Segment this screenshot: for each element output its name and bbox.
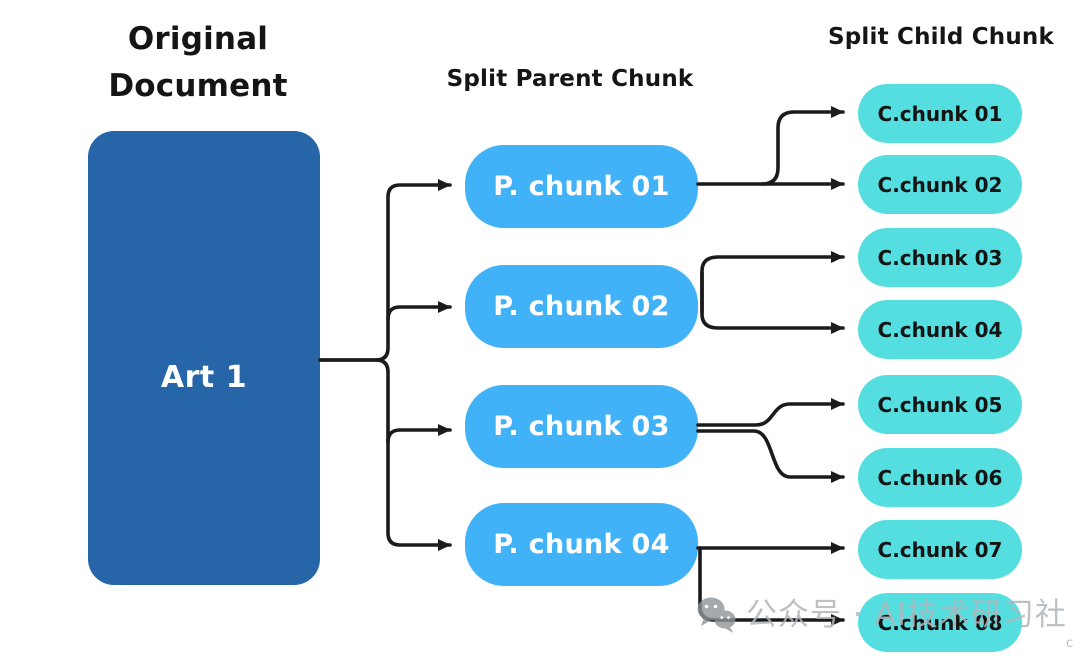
child-chunk-node-05: C.chunk 05 <box>858 375 1022 434</box>
split-parent-chunk-heading: Split Parent Chunk <box>446 66 694 92</box>
child-chunk-node-06: C.chunk 06 <box>858 448 1022 507</box>
parent-chunk-label: P. chunk 02 <box>493 291 670 322</box>
edge-art1-to-pchunk03 <box>386 424 452 444</box>
child-chunk-label: C.chunk 04 <box>877 317 1003 342</box>
child-chunk-label: C.chunk 05 <box>877 392 1003 417</box>
child-chunk-node-01: C.chunk 01 <box>858 84 1022 143</box>
edge-art1-to-pchunk02 <box>386 301 452 321</box>
parent-chunk-node-01: P. chunk 01 <box>465 145 698 228</box>
edge-pchunk03-to-cchunk05 <box>696 398 845 427</box>
parent-chunk-label: P. chunk 04 <box>493 529 670 560</box>
child-chunk-node-08: C.chunk 08 <box>858 593 1022 652</box>
child-chunk-label: C.chunk 07 <box>877 537 1003 562</box>
parent-chunk-node-04: P. chunk 04 <box>465 503 698 586</box>
edge-pchunk04-to-cchunk08 <box>698 546 845 626</box>
parent-chunk-node-02: P. chunk 02 <box>465 265 698 348</box>
edge-pchunk02-to-cchunk04 <box>700 271 845 334</box>
child-chunk-label: C.chunk 03 <box>877 245 1003 270</box>
child-chunk-node-03: C.chunk 03 <box>858 228 1022 287</box>
parent-chunk-node-03: P. chunk 03 <box>465 385 698 468</box>
edge-pchunk01-to-cchunk01 <box>760 106 845 186</box>
original-document-heading: Original Document <box>108 16 287 110</box>
child-chunk-label: C.chunk 08 <box>877 610 1003 635</box>
edge-pchunk03-to-cchunk06 <box>696 429 845 483</box>
original-document-label: Art 1 <box>160 359 248 395</box>
child-chunk-node-02: C.chunk 02 <box>858 155 1022 214</box>
split-child-chunk-heading: Split Child Chunk <box>828 24 1054 50</box>
child-chunk-node-04: C.chunk 04 <box>858 300 1022 359</box>
parent-chunk-label: P. chunk 01 <box>493 171 670 202</box>
original-document-node: Art 1 <box>88 131 320 585</box>
child-chunk-label: C.chunk 02 <box>877 172 1003 197</box>
child-chunk-node-07: C.chunk 07 <box>858 520 1022 579</box>
edge-art1-to-pchunk04 <box>318 358 452 551</box>
child-chunk-label: C.chunk 06 <box>877 465 1003 490</box>
edge-pchunk02-to-cchunk03 <box>700 251 845 314</box>
original-document-heading-line1: Original <box>127 21 269 57</box>
corner-watermark-letter: c <box>1066 636 1074 651</box>
edge-art1-to-pchunk01 <box>318 179 452 362</box>
wechat-icon <box>697 597 736 633</box>
original-document-heading-line2: Document <box>108 68 288 104</box>
child-chunk-label: C.chunk 01 <box>877 101 1003 126</box>
parent-chunk-label: P. chunk 03 <box>493 411 670 442</box>
